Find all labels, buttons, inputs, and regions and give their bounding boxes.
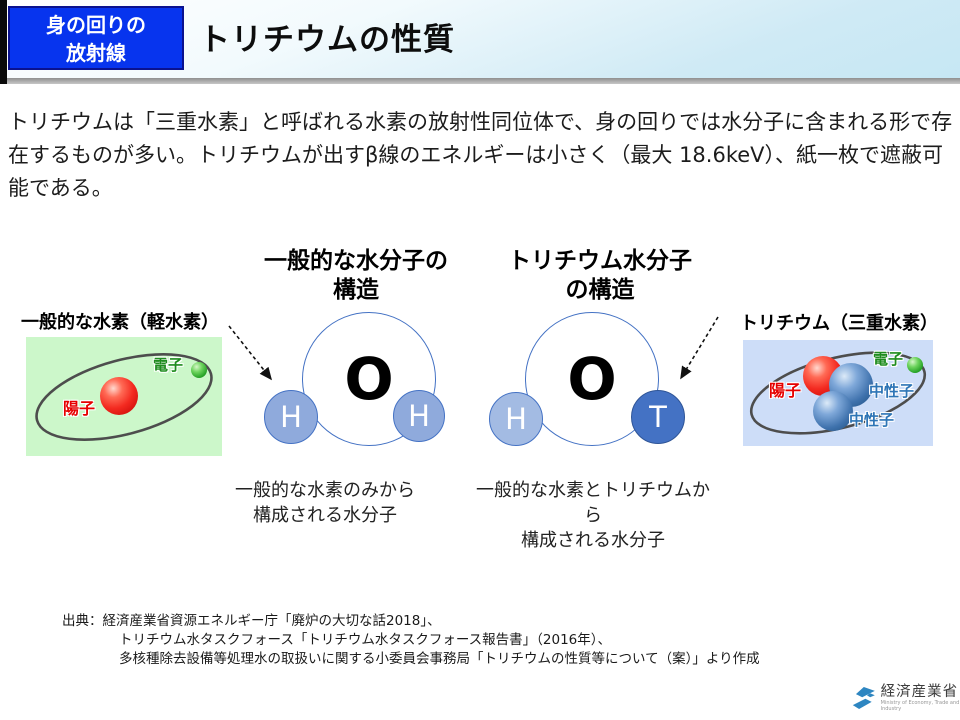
caption-line: 一般的な水素とトリチウムから	[476, 480, 710, 526]
proton-label: 陽子	[63, 399, 96, 418]
hydrogen-letter: H	[408, 399, 430, 433]
heading-line: トリチウム水分子	[508, 248, 692, 274]
source-citation: 出典：経済産業省資源エネルギー庁「廃炉の大切な話2018」、 トリチウム水タスク…	[62, 612, 760, 669]
badge-line2: 放射線	[66, 41, 126, 65]
tritium-atom-figure: 電子 陽子 中性子 中性子	[743, 340, 933, 446]
proton-sphere	[100, 377, 138, 415]
caption-line: 一般的な水素のみから	[235, 480, 415, 501]
neutron-sphere	[813, 391, 853, 431]
normal-water-caption: 一般的な水素のみから 構成される水分子	[215, 478, 435, 528]
header-left-accent-bar	[0, 0, 7, 84]
meti-logo-subtext: Ministry of Economy, Trade and Industry	[880, 700, 960, 712]
orbit-ellipse	[35, 353, 213, 441]
electron-label: 電子	[153, 356, 184, 374]
source-line: 多核種除去設備等処理水の取扱いに関する小委員会事務局「トリチウムの性質等について…	[119, 651, 760, 667]
source-line: トリチウム水タスクフォース「トリチウム水タスクフォース報告書」（2016年）、	[119, 632, 612, 648]
neutron-label: 中性子	[849, 411, 895, 429]
meti-logo-name: 経済産業省	[880, 684, 959, 700]
category-badge: 身の回りの 放射線	[8, 6, 184, 70]
caption-line: 構成される水分子	[521, 530, 665, 551]
hydrogen-letter: H	[505, 402, 527, 436]
hydrogen-circle-right: H	[393, 390, 445, 442]
badge-line1: 身の回りの	[46, 13, 146, 37]
tritium-circle: T	[631, 390, 685, 444]
oxygen-letter: O	[567, 345, 617, 413]
tritium-water-heading: トリチウム水分子 の構造	[480, 247, 720, 305]
neutron-label: 中性子	[869, 382, 915, 400]
meti-logo: 経済産業省 Ministry of Economy, Trade and Ind…	[852, 683, 960, 713]
light-hydrogen-label: 一般的な水素（軽水素）	[21, 312, 219, 333]
light-hydrogen-figure: 陽子 電子	[26, 337, 222, 456]
hydrogen-letter: H	[280, 400, 302, 434]
arrow-to-hydrogen	[228, 325, 272, 381]
tritium-letter: T	[649, 400, 667, 434]
source-line: 出典：経済産業省資源エネルギー庁「廃炉の大切な話2018」、	[62, 613, 441, 629]
header-divider	[0, 78, 960, 84]
electron-sphere	[191, 362, 207, 378]
hydrogen-circle-left: H	[264, 390, 318, 444]
normal-water-heading: 一般的な水分子の 構造	[236, 247, 476, 305]
oxygen-letter: O	[344, 345, 394, 413]
electron-label: 電子	[873, 350, 904, 368]
intro-paragraph: トリチウムは「三重水素」と呼ばれる水素の放射性同位体で、身の回りでは水分子に含ま…	[8, 110, 953, 200]
heading-line: 構造	[333, 277, 379, 303]
hydrogen-circle: H	[489, 392, 543, 446]
arrow-to-tritium	[680, 316, 719, 380]
meti-logo-text-block: 経済産業省 Ministry of Economy, Trade and Ind…	[881, 684, 960, 712]
heading-line: の構造	[565, 277, 635, 303]
caption-line: 構成される水分子	[253, 505, 397, 526]
electron-sphere	[907, 357, 923, 373]
meti-logo-icon	[852, 686, 875, 710]
tritium-water-caption: 一般的な水素とトリチウムから 構成される水分子	[468, 478, 718, 553]
tritium-atom-label: トリチウム（三重水素）	[740, 313, 938, 334]
page-title: トリチウムの性質	[199, 22, 455, 58]
heading-line: 一般的な水分子の	[264, 248, 448, 274]
proton-label: 陽子	[769, 381, 802, 400]
